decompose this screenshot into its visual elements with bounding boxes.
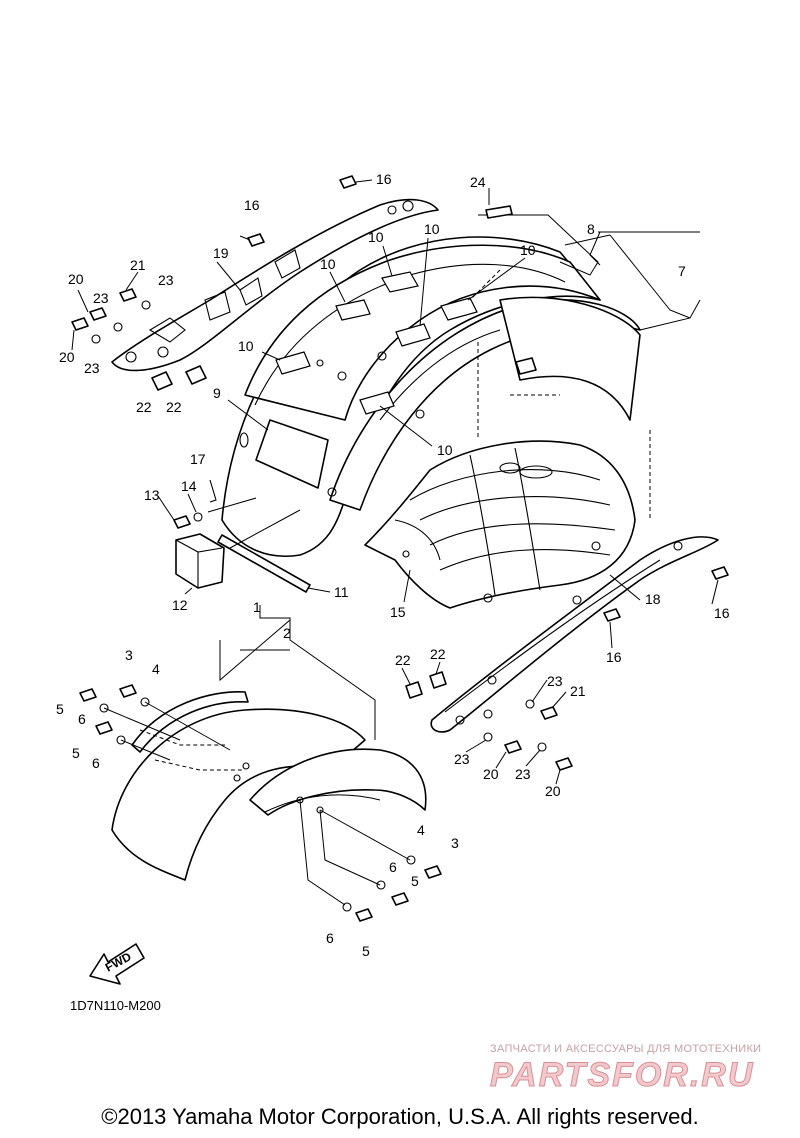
bracket-group	[173, 479, 311, 593]
callout-24: 24	[470, 174, 486, 190]
callout-5c: 5	[411, 873, 419, 889]
callout-10d: 10	[520, 242, 536, 258]
callout-6c: 6	[389, 859, 397, 875]
callout-12: 12	[172, 597, 188, 613]
bolt-13	[173, 515, 191, 529]
callout-11: 11	[334, 584, 349, 600]
callout-5: 5	[56, 701, 64, 717]
callout-16b: 16	[244, 197, 260, 213]
stay-11	[217, 534, 311, 593]
drawing-code: 1D7N110-M200	[70, 998, 161, 1013]
callout-16a: 16	[376, 171, 392, 187]
label-24	[485, 205, 513, 219]
callout-21b: 21	[570, 683, 586, 699]
callout-23f: 23	[515, 766, 531, 782]
callout-4: 4	[152, 661, 160, 677]
fwd-arrow: FWD	[89, 943, 145, 985]
callout-21a: 21	[130, 257, 146, 273]
callout-18: 18	[645, 591, 661, 607]
callout-23c: 23	[84, 360, 100, 376]
callout-15: 15	[390, 604, 406, 620]
grab-bar-19	[111, 198, 439, 391]
rear-hardware	[71, 175, 729, 771]
callout-20b: 20	[59, 349, 75, 365]
pad-10a	[381, 271, 419, 293]
callout-1: 1	[253, 599, 261, 615]
pad-10d	[440, 297, 478, 321]
pad-10c	[395, 323, 431, 347]
inner-fender-15	[364, 440, 636, 609]
callout-labels: 1 2 3 4 5 6 5 6 4 3 6 5 6 5 7 8 9 10 10 …	[56, 171, 730, 959]
pad-10b	[335, 299, 371, 321]
callout-6b: 6	[92, 755, 100, 771]
callout-16c: 16	[714, 605, 730, 621]
callout-4b: 4	[417, 822, 425, 838]
rear-fender-assembly	[221, 214, 701, 557]
callout-7: 7	[678, 263, 686, 279]
callout-19: 19	[213, 245, 229, 261]
callout-14: 14	[181, 478, 197, 494]
pad-10e	[275, 351, 311, 375]
callout-5d: 5	[362, 943, 370, 959]
leader-lines	[71, 179, 719, 785]
copyright-notice: ©2013 Yamaha Motor Corporation, U.S.A. A…	[101, 1104, 699, 1129]
watermark-tagline: ЗАПЧАСТИ И АКСЕССУАРЫ ДЛЯ МОТОТЕХНИКИ	[490, 1043, 762, 1055]
callout-3b: 3	[451, 835, 459, 851]
callout-10b: 10	[424, 221, 440, 237]
callout-6: 6	[78, 711, 86, 727]
clip-17	[209, 479, 217, 503]
spacer-22b	[185, 365, 207, 385]
rear-fender-shell	[244, 244, 601, 421]
callout-22c: 22	[395, 652, 411, 668]
callout-17: 17	[190, 451, 206, 467]
front-fender-stay-2	[249, 748, 427, 816]
callout-23a: 23	[158, 272, 174, 288]
callout-23d: 23	[547, 673, 563, 689]
callout-9: 9	[213, 385, 221, 401]
callout-16d: 16	[606, 649, 622, 665]
callout-2: 2	[283, 625, 291, 641]
callout-10f: 10	[437, 442, 453, 458]
callout-10e: 10	[238, 338, 254, 354]
callout-5b: 5	[72, 745, 80, 761]
callout-22d: 22	[430, 646, 446, 662]
callout-22a: 22	[136, 399, 152, 415]
callout-23b: 23	[93, 290, 109, 306]
callout-10c: 10	[320, 256, 336, 272]
callout-22b: 22	[166, 399, 182, 415]
front-fender	[79, 605, 442, 922]
callout-20c: 20	[483, 766, 499, 782]
reflector-12	[175, 533, 225, 589]
license-plate-area	[255, 419, 329, 489]
callout-23e: 23	[454, 751, 470, 767]
callout-10a: 10	[368, 229, 384, 245]
callout-13: 13	[144, 487, 160, 503]
spacer-22a	[151, 371, 173, 391]
callout-20d: 20	[545, 783, 561, 799]
pad-10f	[359, 391, 395, 415]
callout-6d: 6	[326, 930, 334, 946]
washer-14	[193, 512, 203, 522]
side-rail-18	[430, 536, 719, 733]
callout-8: 8	[587, 221, 595, 237]
callout-20a: 20	[68, 271, 84, 287]
watermark-logo: PARTSFOR.RU	[489, 1056, 755, 1095]
callout-3: 3	[125, 647, 133, 663]
